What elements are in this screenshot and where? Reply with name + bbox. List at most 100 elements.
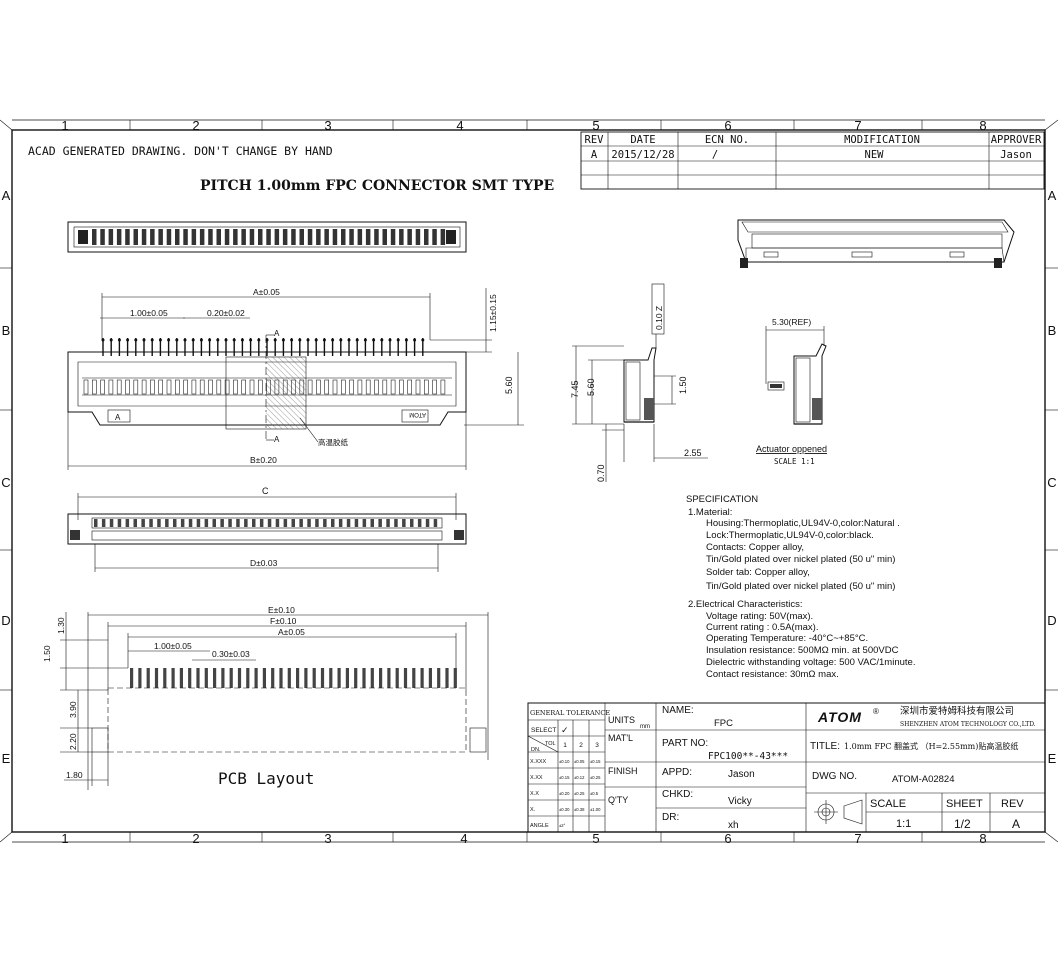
solder-lead-tip <box>191 338 195 342</box>
bottom-contact <box>283 519 288 527</box>
contact-slot <box>100 379 105 395</box>
contact-slot <box>141 379 147 395</box>
scale-label: SCALE <box>870 798 906 810</box>
specification-block: SPECIFICATION 1.Material: Housing:Thermo… <box>686 494 915 680</box>
contact-pin <box>282 229 288 245</box>
bottom-contact <box>196 519 201 527</box>
drawing-title: PITCH 1.00mm FPC CONNECTOR SMT TYPE <box>200 178 554 194</box>
solder-lead-tip <box>109 338 113 342</box>
rev-value: A <box>1012 817 1020 831</box>
solder-lead-tip <box>142 338 146 342</box>
contact-slot <box>241 379 246 395</box>
dim-e: E±0.10 <box>268 605 295 615</box>
contact-pin <box>365 229 371 245</box>
pcb-pad <box>337 668 341 688</box>
solder-lead-tip <box>290 338 294 342</box>
solder-lead-tip <box>216 338 220 342</box>
units-mm: mm <box>640 724 650 730</box>
contact-slot <box>349 379 354 395</box>
rev-header-approver: APPROVER <box>991 134 1042 146</box>
solder-lead-tip <box>421 338 425 342</box>
connector-side-view: 0.10 Z 7.45 5.60 1.50 2.55 0.70 <box>570 283 708 482</box>
contact-pin <box>199 229 205 245</box>
section-mark-bottom: A <box>274 435 280 444</box>
contact-pin <box>424 229 429 245</box>
tol-cell: ±0.5 <box>590 791 599 796</box>
bottom-contact <box>117 519 122 527</box>
svg-text:ATOM: ATOM <box>409 411 426 417</box>
contact-slot <box>191 379 197 395</box>
bottom-contact <box>173 519 177 527</box>
pcb-pad <box>320 668 325 688</box>
bottom-contact <box>133 519 137 527</box>
tol-row-xx: X.X <box>530 791 539 797</box>
pcb-pad <box>146 668 150 688</box>
contact-slot <box>116 379 122 395</box>
contact-slot <box>399 379 404 395</box>
col-label-top-6: 6 <box>724 118 731 133</box>
pcb-pad <box>370 668 374 688</box>
solder-lead-tip <box>306 338 310 342</box>
row-label-right-a: A <box>1048 188 1057 203</box>
contact-slot <box>224 379 230 395</box>
tol-cell: ±0.20 <box>559 791 570 796</box>
bottom-contact <box>378 519 382 527</box>
solder-lead-tip <box>175 338 179 342</box>
row-label-right-d: D <box>1047 613 1056 628</box>
bottom-contact <box>299 519 303 527</box>
contact-pin <box>349 229 354 245</box>
col-label-bottom-5: 5 <box>592 831 599 846</box>
tape-note: 高温胶纸 <box>318 437 348 447</box>
pcb-pad <box>387 668 391 688</box>
contact-pin <box>407 229 412 245</box>
rev-header-ecn: ECN NO. <box>705 134 749 146</box>
pcb-pad <box>420 668 424 688</box>
contact-pin <box>266 229 271 245</box>
pcb-pad <box>237 668 242 688</box>
dim-f: F±0.10 <box>270 616 297 626</box>
contact-pin <box>415 229 421 245</box>
tol-row-x: X. <box>530 807 536 813</box>
solder-lead-tip <box>273 338 277 342</box>
solder-lead-tip <box>404 338 408 342</box>
bottom-contact <box>188 519 193 527</box>
tol-select: SELECT <box>531 727 556 734</box>
dim-side-150: 1.50 <box>678 376 688 394</box>
bottom-contact <box>386 519 390 527</box>
bottom-contact <box>259 519 264 527</box>
rev-cell-approver: Jason <box>1000 149 1032 161</box>
bottom-contact <box>275 519 280 527</box>
bottom-contact <box>109 519 114 527</box>
solder-lead-tip <box>347 338 351 342</box>
pcb-pad <box>354 668 358 688</box>
spec-line-12: Insulation resistance: 500MΩ min. at 500… <box>706 645 899 656</box>
col-label-bottom-8: 8 <box>979 831 986 846</box>
dim-side-070: 0.70 <box>596 464 606 482</box>
pcb-pad <box>163 668 167 688</box>
row-label-left-d: D <box>1 613 10 628</box>
bottom-contact <box>370 519 374 527</box>
solder-lead-tip <box>331 338 335 342</box>
dim-pcb-150: 1.50 <box>42 645 52 662</box>
dim-lead: 1.15±0.15 <box>488 294 498 332</box>
contact-pin <box>341 229 346 245</box>
row-label-left-a: A <box>2 188 11 203</box>
contact-pin <box>233 229 238 245</box>
col-label-top-8: 8 <box>979 118 986 133</box>
bottom-contact <box>394 519 398 527</box>
contact-slot <box>432 379 437 395</box>
dim-pcb-130: 1.30 <box>56 617 66 634</box>
contact-slot <box>407 379 413 395</box>
contact-slot <box>133 379 139 395</box>
section-mark-left: A <box>115 413 121 422</box>
tol-cell: ±0.30 <box>559 807 570 812</box>
connector-front-view: A±0.05 1.00±0.05 0.20±0.02 1.15±0.15 5.6… <box>67 287 524 470</box>
solder-lead-tip <box>298 338 302 342</box>
bottom-contact <box>125 519 130 527</box>
dim-pad-width: 0.30±0.03 <box>212 649 250 659</box>
actuator-label: Actuator oppened <box>756 444 827 454</box>
pcb-pad <box>229 668 233 688</box>
projection-symbol-icon <box>814 799 863 825</box>
solder-lead-tip <box>167 338 171 342</box>
pcb-pad <box>362 668 366 688</box>
